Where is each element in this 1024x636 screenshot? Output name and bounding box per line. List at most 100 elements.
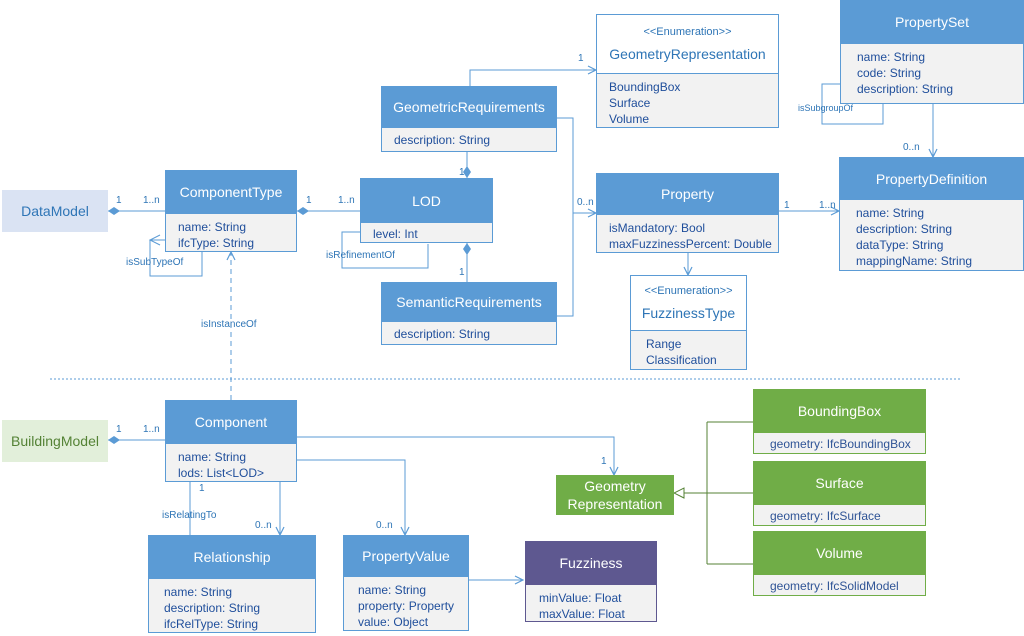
enum-value: Surface (609, 96, 651, 110)
propertydefinition-attr: description: String (856, 222, 953, 236)
fuzziness-name: Fuzziness (526, 542, 656, 584)
fuzzinesstype-stereotype: <<Enumeration>> (644, 285, 733, 297)
surface-class[interactable]: Surface geometry: IfcSurface (753, 461, 926, 526)
propertyset-attr: description: String (857, 82, 954, 96)
multiplicity-label: 1 (116, 424, 122, 435)
multiplicity-label: 1 (116, 195, 122, 206)
boundingbox-attr: geometry: IfcBoundingBox (770, 437, 911, 451)
refinement-self-link (341, 231, 429, 269)
enum-value: Volume (609, 112, 650, 126)
boundingbox-class[interactable]: BoundingBox geometry: IfcBoundingBox (753, 389, 926, 454)
multiplicity-label: 1 (601, 456, 607, 467)
geometricrequirements-attr: description: String (394, 133, 491, 147)
semanticrequirements-name: SemanticRequirements (382, 283, 556, 321)
propertyset-class[interactable]: PropertySet name: String code: String de… (840, 0, 1024, 104)
component-attr: lods: List<LOD> (178, 466, 265, 480)
subtype-self-link (149, 239, 203, 277)
multiplicity-label: 1 (459, 267, 465, 278)
requirements-bracket (557, 117, 574, 317)
component-georep-link (297, 436, 614, 475)
instanceof-label: isInstanceOf (201, 319, 257, 330)
propertyvalue-attr: name: String (358, 583, 427, 597)
volume-name: Volume (754, 532, 925, 574)
multiplicity-label: 1..n (338, 195, 355, 206)
componenttype-attr: name: String (178, 220, 247, 234)
refinementof-label: isRefinementOf (326, 250, 395, 261)
multiplicity-label: 1..n (143, 424, 160, 435)
geometricrequirements-name: GeometricRequirements (382, 87, 556, 127)
fuzzinesstype-enum[interactable]: <<Enumeration>> FuzzinessType Range Clas… (630, 275, 747, 370)
componenttype-name: ComponentType (166, 171, 296, 213)
relationship-class[interactable]: Relationship name: String description: S… (148, 535, 316, 633)
lod-class[interactable]: LOD level: Int (360, 178, 493, 243)
geometryrepresentation-enum-name: GeometryRepresentation (609, 46, 766, 62)
relatingto-label: isRelatingTo (162, 510, 217, 521)
propertyvalue-attr: value: Object (358, 615, 429, 629)
propertyset-attr: name: String (857, 50, 926, 64)
propertydefinition-attr: dataType: String (856, 238, 944, 252)
enum-value: Range (646, 337, 682, 351)
subgroupof-label: isSubgroupOf (798, 103, 854, 113)
multiplicity-label: 1 (578, 53, 584, 64)
propertydefinition-name: PropertyDefinition (840, 158, 1023, 199)
buildingmodel-package[interactable]: BuildingModel (2, 420, 108, 462)
property-attr: isMandatory: Bool (609, 221, 706, 235)
geometricrequirements-class[interactable]: GeometricRequirements description: Strin… (381, 86, 557, 152)
propertydefinition-attr: name: String (856, 206, 925, 220)
geometryrepresentation-stereotype: <<Enumeration>> (643, 26, 732, 38)
component-propertyvalue-link (297, 459, 405, 535)
enum-value: Classification (646, 353, 717, 367)
relationship-name: Relationship (149, 536, 315, 578)
propertydefinition-attr: mappingName: String (856, 254, 973, 268)
component-attr: name: String (178, 450, 247, 464)
component-class[interactable]: Component name: String lods: List<LOD> (165, 400, 297, 482)
propertyset-name: PropertySet (841, 1, 1023, 43)
geometryrepresentation-name-line1: Geometry (584, 478, 646, 494)
propertydefinition-class[interactable]: PropertyDefinition name: String descript… (839, 157, 1024, 271)
enum-value: BoundingBox (609, 80, 681, 94)
componenttype-class[interactable]: ComponentType name: String ifcType: Stri… (165, 170, 297, 252)
multiplicity-label: 0..n (903, 142, 920, 153)
componenttype-attr: ifcType: String (178, 236, 255, 250)
multiplicity-label: 0..n (376, 520, 393, 531)
semanticrequirements-attr: description: String (394, 327, 491, 341)
surface-name: Surface (754, 462, 925, 504)
relationship-attr: description: String (164, 601, 261, 615)
geometric-georep-link (469, 70, 596, 86)
subgroup-self-link (821, 83, 884, 125)
geometryrepresentation-enum[interactable]: <<Enumeration>> GeometryRepresentation B… (596, 14, 779, 128)
property-name: Property (597, 174, 778, 214)
volume-attr: geometry: IfcSolidModel (770, 579, 899, 593)
multiplicity-label: 1 (199, 483, 205, 494)
propertyvalue-name: PropertyValue (344, 536, 468, 576)
subtypeof-label: isSubTypeOf (126, 257, 184, 268)
fuzziness-class[interactable]: Fuzziness minValue: Float maxValue: Floa… (525, 541, 657, 622)
semanticrequirements-class[interactable]: SemanticRequirements description: String (381, 282, 557, 345)
multiplicity-label: 0..n (255, 520, 272, 531)
buildingmodel-label: BuildingModel (11, 433, 99, 449)
component-name: Component (166, 401, 296, 443)
geometryrepresentation-name-line2: Representation (567, 496, 663, 512)
multiplicity-label: 1..n (819, 200, 836, 211)
surface-attr: geometry: IfcSurface (770, 509, 881, 523)
multiplicity-label: 1 (784, 200, 790, 211)
fuzziness-attr: minValue: Float (539, 591, 622, 605)
fuzzinesstype-enum-name: FuzzinessType (641, 305, 736, 321)
multiplicity-label: 0..n (577, 197, 594, 208)
propertyvalue-class[interactable]: PropertyValue name: String property: Pro… (343, 535, 469, 631)
property-attr: maxFuzzinessPercent: Double (609, 237, 772, 251)
datamodel-package[interactable]: DataModel (2, 190, 108, 232)
fuzziness-attr: maxValue: Float (539, 607, 625, 621)
multiplicity-label: 1 (306, 195, 312, 206)
relationship-attr: name: String (164, 585, 233, 599)
property-class[interactable]: Property isMandatory: Bool maxFuzzinessP… (596, 173, 779, 253)
geometryrepresentation-class[interactable]: Geometry Representation (556, 475, 674, 515)
multiplicity-label: 1..n (143, 195, 160, 206)
volume-class[interactable]: Volume geometry: IfcSolidModel (753, 531, 926, 596)
multiplicity-label: 1 (459, 167, 465, 178)
lod-attr: level: Int (373, 227, 418, 241)
propertyset-attr: code: String (857, 66, 922, 80)
boundingbox-name: BoundingBox (754, 390, 925, 432)
